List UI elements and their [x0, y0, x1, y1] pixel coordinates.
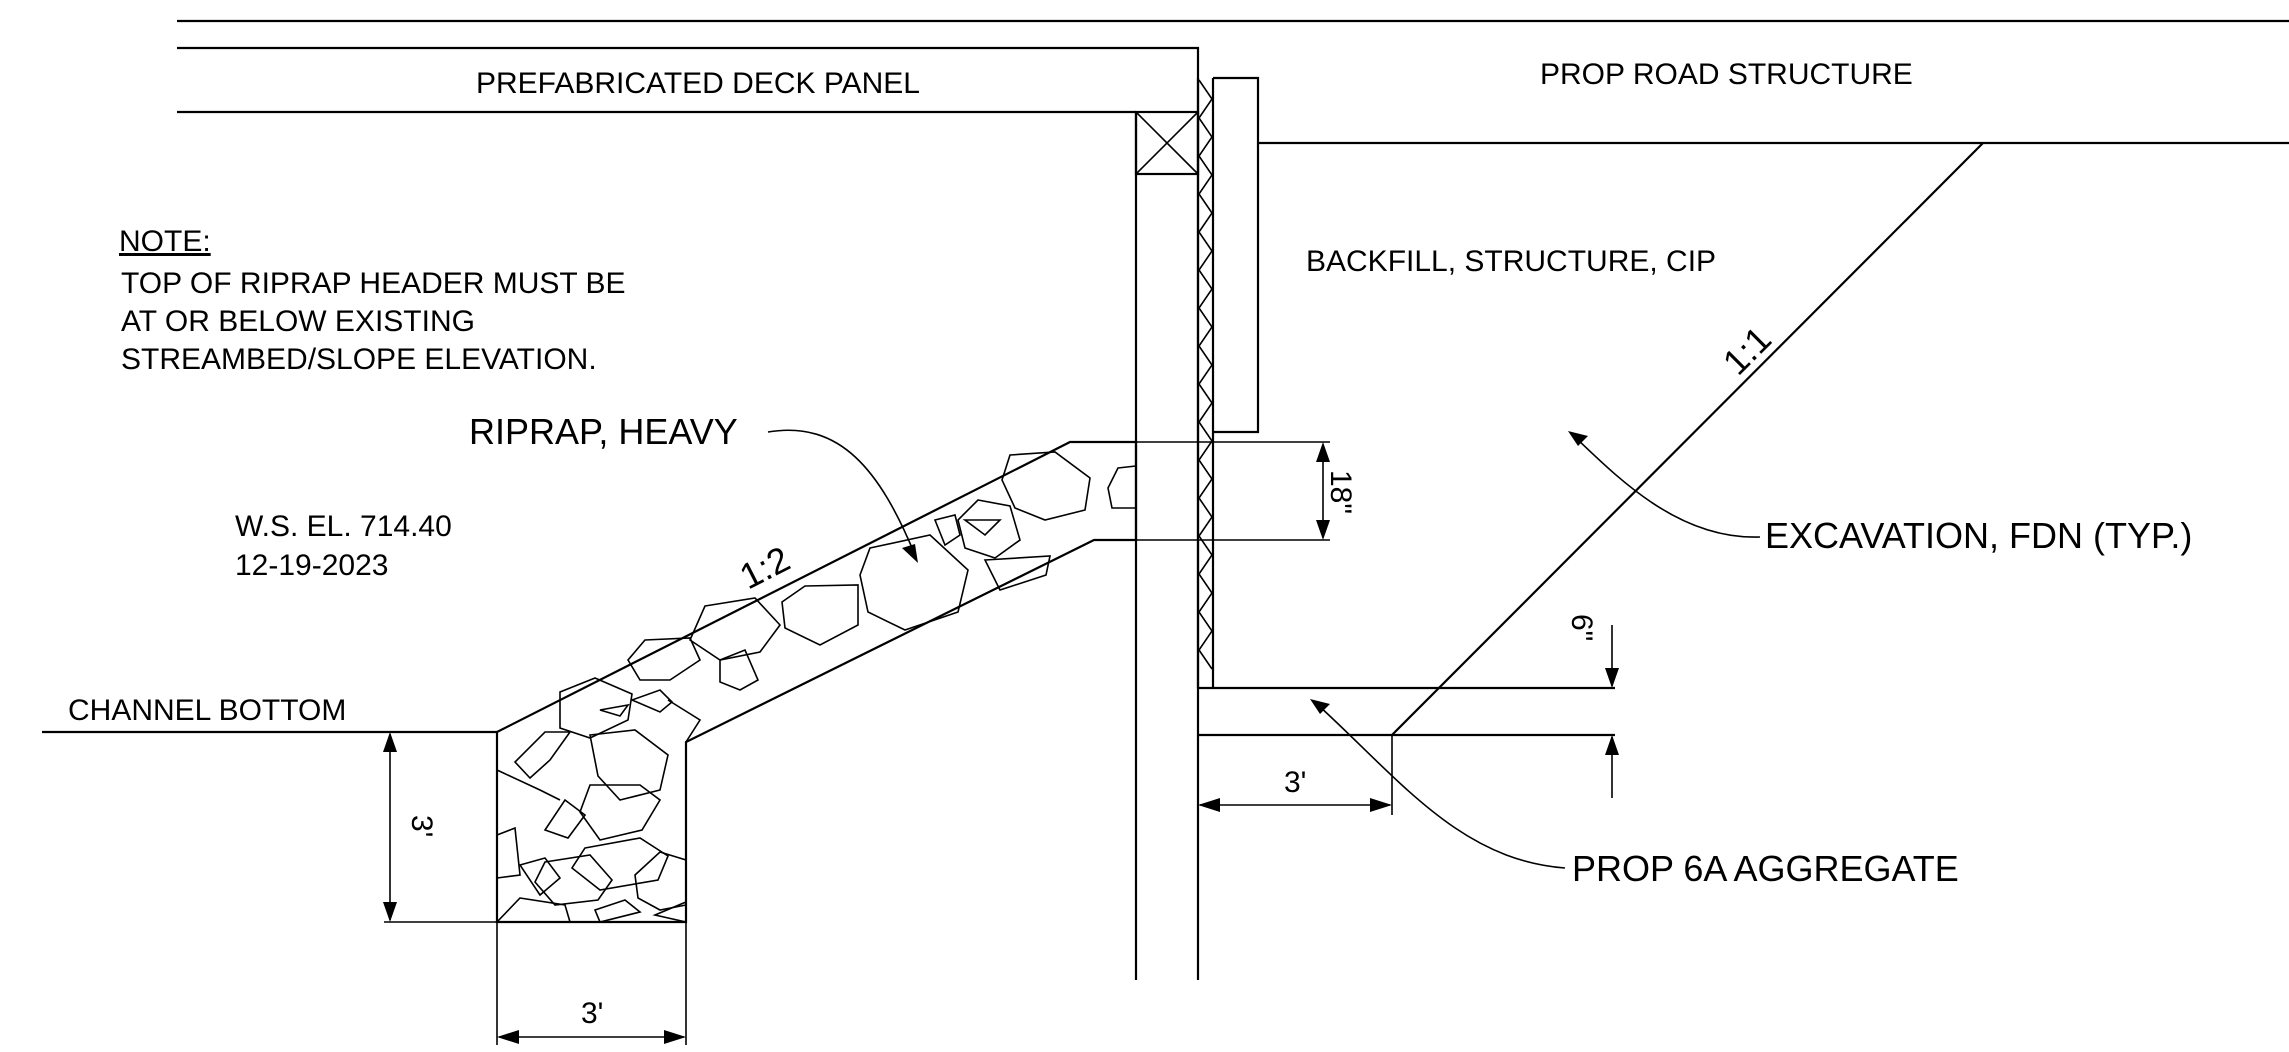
toe-depth-dim: 3' [405, 815, 438, 837]
stone [957, 499, 1021, 559]
stone [652, 900, 687, 924]
stone [634, 851, 687, 911]
note-line-2: AT OR BELOW EXISTING [121, 305, 475, 338]
note-line-1: TOP OF RIPRAP HEADER MUST BE [121, 267, 626, 300]
deck-panel-label: PREFABRICATED DECK PANEL [476, 67, 920, 100]
water-surface-date: 12-19-2023 [235, 549, 388, 582]
arrowhead [383, 902, 397, 922]
backfill-label: BACKFILL, STRUCTURE, CIP [1306, 245, 1716, 278]
aggregate-label: PROP 6A AGGREGATE [1572, 848, 1959, 889]
riprap-label: RIPRAP, HEAVY [469, 411, 738, 452]
stone [534, 854, 614, 906]
stone [781, 584, 859, 646]
aggregate-width-dim: 3' [1284, 766, 1306, 799]
stone [599, 703, 630, 717]
arrowhead [1316, 520, 1330, 540]
excavation-slope-line [1391, 142, 1984, 736]
stone [629, 689, 674, 713]
riprap-stones [495, 451, 1137, 924]
stone [543, 798, 587, 839]
stone [513, 731, 572, 780]
stone [1107, 465, 1137, 509]
aggregate-depth-dim: 6" [1565, 614, 1598, 641]
excavation-label: EXCAVATION, FDN (TYP.) [1765, 515, 2192, 556]
stone [593, 899, 642, 923]
arrowhead [664, 1030, 686, 1044]
arrowhead [1605, 668, 1619, 688]
water-surface-elevation: W.S. EL. 714.40 [235, 510, 452, 543]
aggregate-leader [1317, 704, 1566, 869]
bearing-cross-b [1135, 111, 1199, 175]
channel-bottom-label: CHANNEL BOTTOM [68, 694, 346, 727]
stone [983, 555, 1051, 591]
stone [859, 534, 969, 631]
stone [688, 597, 782, 661]
stone [589, 729, 669, 801]
stone [559, 677, 633, 739]
riprap-section [495, 440, 1138, 924]
stone [496, 826, 521, 879]
pile-zigzag [1198, 79, 1213, 670]
stone [719, 648, 760, 691]
stone [570, 837, 669, 891]
arrowhead [902, 544, 918, 563]
stone [1001, 451, 1091, 521]
stone [518, 857, 562, 897]
arrowhead [1310, 699, 1330, 714]
road-structure-label: PROP ROAD STRUCTURE [1540, 58, 1913, 91]
sheet-pile-wall [1196, 78, 1215, 688]
dimension-lines [383, 442, 1619, 1045]
approach-slab [1213, 76, 1260, 434]
stone [627, 637, 702, 681]
stone [495, 897, 572, 923]
excavation-slope-label: 1:1 [1715, 318, 1779, 382]
deck-and-road [177, 19, 2289, 980]
arrowhead [1568, 431, 1588, 446]
leaders [767, 429, 1761, 869]
arrowhead [497, 1030, 519, 1044]
arrowhead [1198, 798, 1220, 812]
arrowhead [1605, 735, 1619, 755]
arrowhead [1316, 442, 1330, 462]
toe-width-dim: 3' [581, 997, 603, 1030]
stone-edge [667, 699, 702, 743]
excavation-leader [1574, 436, 1761, 538]
note-line-3: STREAMBED/SLOPE ELEVATION. [121, 343, 597, 376]
arrowhead [1370, 798, 1392, 812]
riprap-slope-label: 1:2 [733, 538, 796, 597]
excavation-geometry [1197, 142, 1984, 815]
riprap-header-dim: 18" [1324, 470, 1357, 514]
riprap-leader [767, 429, 916, 556]
stone [962, 519, 1002, 537]
stone-edge [496, 769, 561, 801]
stone [933, 514, 961, 547]
note-heading: NOTE: [119, 225, 211, 258]
arrowhead [383, 732, 397, 752]
